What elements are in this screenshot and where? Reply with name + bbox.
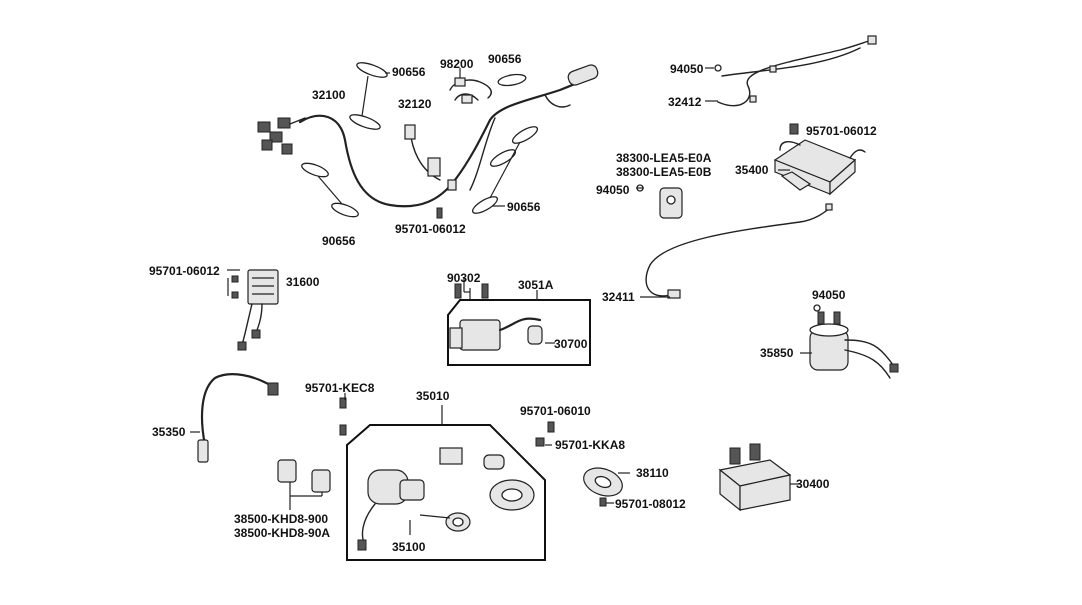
part-label-95701-kka8: 95701-KKA8 (555, 438, 626, 452)
part-label-35400: 35400 (735, 163, 769, 177)
part-label-30400: 30400 (796, 477, 830, 491)
regulator-31600 (227, 269, 279, 351)
starter-relay-35850 (809, 304, 899, 379)
lock-set-35010 (346, 424, 546, 561)
part-label-38500-khd8-900: 38500-KHD8-900 (234, 512, 329, 526)
sensor-35350 (197, 373, 279, 463)
part-label-30700: 30700 (554, 337, 588, 351)
part-label-38300-lea5-e0b: 38300-LEA5-E0B (616, 165, 712, 179)
part-label-90656-top-left: 90656 (392, 65, 426, 79)
part-label-95701-06012-relay: 95701-06012 (806, 124, 877, 138)
part-label-95701-06012-harness: 95701-06012 (395, 222, 466, 236)
wire-harness-32100 (257, 64, 599, 219)
part-label-35350: 35350 (152, 425, 186, 439)
ignition-coil-3051A (447, 283, 591, 366)
part-label-94050-top: 94050 (670, 62, 704, 76)
part-label-32411: 32411 (602, 290, 635, 304)
part-label-90656-top-right: 90656 (488, 52, 522, 66)
part-label-31600: 31600 (286, 275, 320, 289)
part-label-38500-khd8-90a: 38500-KHD8-90A (234, 526, 331, 540)
part-label-35850: 35850 (760, 346, 794, 360)
part-label-95701-kec8: 95701-KEC8 (305, 381, 375, 395)
part-label-98200: 98200 (440, 57, 474, 71)
clamp-rings-90656 (301, 62, 539, 218)
relay-35400 (773, 123, 866, 196)
part-label-35100: 35100 (392, 540, 426, 554)
part-label-94050-mid: 94050 (596, 183, 630, 197)
part-label-95701-08012: 95701-08012 (615, 497, 686, 511)
part-label-90302: 90302 (447, 271, 481, 285)
part-label-32412: 32412 (668, 95, 702, 109)
part-label-3051a: 3051A (518, 278, 554, 292)
part-label-38110: 38110 (636, 466, 669, 480)
part-label-95701-06010: 95701-06010 (520, 404, 591, 418)
sub-harness-32120 (449, 68, 492, 104)
unit-30400 (718, 443, 792, 512)
leader-lines (190, 67, 812, 535)
screws-95701-KEC8 (339, 397, 347, 436)
part-label-94050-bottom: 94050 (812, 288, 846, 302)
part-label-95701-06012-regulator: 95701-06012 (149, 264, 220, 278)
part-label-90656-right: 90656 (507, 200, 541, 214)
part-label-35010: 35010 (416, 389, 450, 403)
horn-38110 (535, 421, 623, 507)
part-label-32100: 32100 (312, 88, 346, 102)
sensor-38300 (636, 184, 683, 219)
cable-32412 (714, 35, 877, 107)
relays-38500 (277, 459, 331, 510)
part-label-90656-left: 90656 (322, 234, 356, 248)
part-label-38300-lea5-e0a: 38300-LEA5-E0A (616, 151, 712, 165)
part-label-32120: 32120 (398, 97, 432, 111)
cable-32411 (645, 203, 833, 299)
